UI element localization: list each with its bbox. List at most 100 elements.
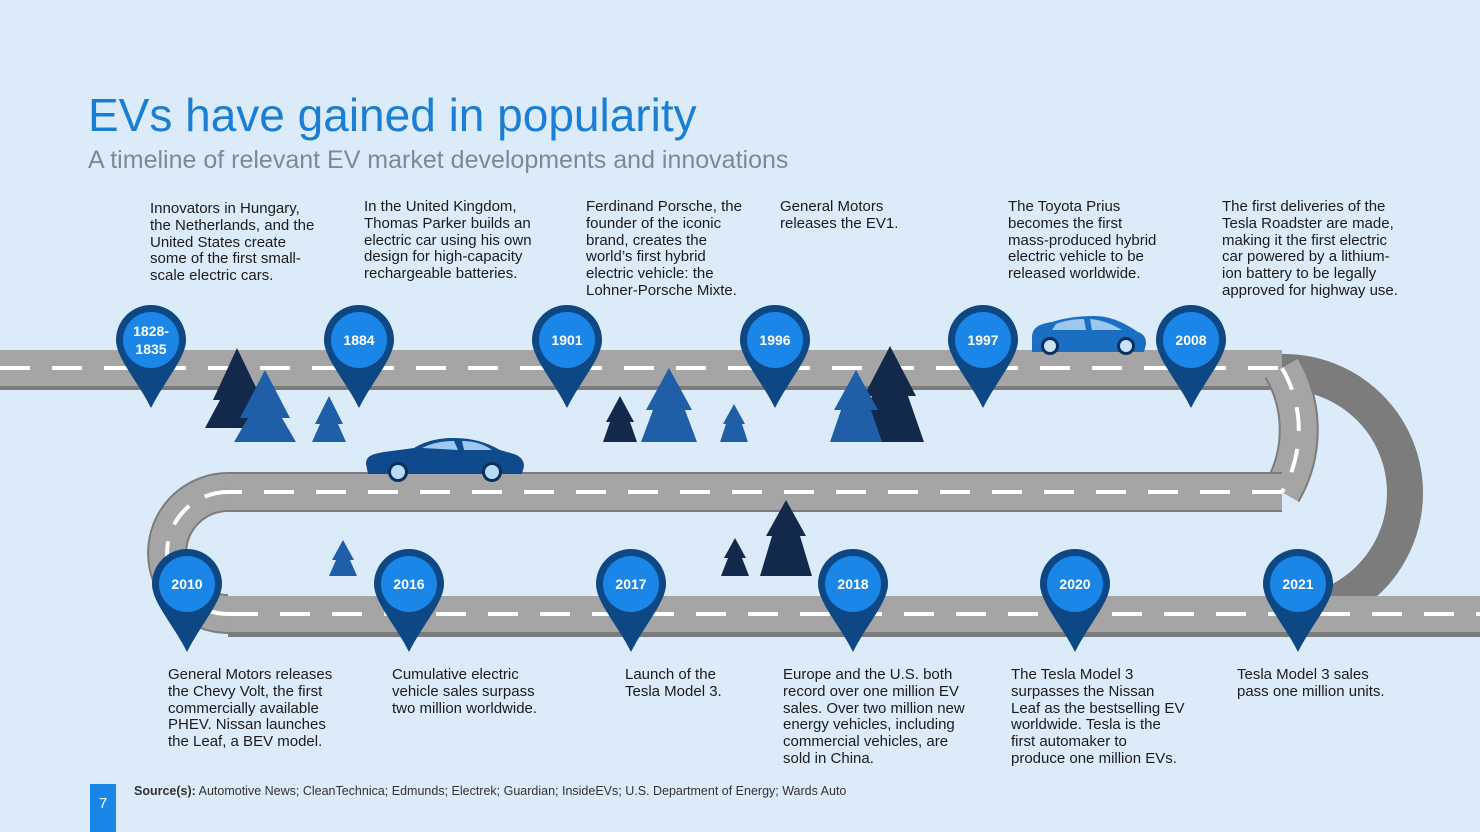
- event-description-line: the Leaf, a BEV model.: [168, 733, 323, 751]
- event-description-line: Ferdinand Porsche, the: [586, 198, 742, 215]
- timeline-pin: 2021: [1263, 549, 1333, 652]
- event-description-line: The Toyota Prius: [1008, 198, 1121, 215]
- tree-icon: [329, 540, 357, 576]
- pin-center: [123, 312, 179, 368]
- timeline-pin: 2017: [596, 549, 666, 652]
- event-description-line: electric car using his own: [364, 231, 532, 249]
- event-description-line: sold in China.: [783, 749, 874, 767]
- pin-center: [539, 312, 595, 368]
- source-label: Source(s):: [134, 784, 196, 798]
- event-description-line: electric vehicle: the: [586, 265, 714, 283]
- event-description-line: releases the EV1.: [780, 214, 899, 232]
- timeline-pin: 1828- 1835: [116, 305, 186, 408]
- event-description-line: making it the first electric: [1222, 231, 1388, 249]
- event-description-line: Lohner-Porsche Mixte.: [586, 281, 737, 299]
- event-description-line: Cumulative electric: [392, 666, 519, 683]
- event-description-line: Innovators in Hungary,: [150, 200, 300, 217]
- tree-icon: [830, 370, 882, 442]
- source-text: Automotive News; CleanTechnica; Edmunds;…: [195, 784, 847, 798]
- event-description-line: car powered by a lithium-: [1222, 248, 1390, 266]
- pin-year-label: 1835: [135, 341, 166, 357]
- event-description-line: In the United Kingdom,: [364, 198, 517, 215]
- pin-center: [747, 312, 803, 368]
- pin-center: [955, 312, 1011, 368]
- tree-icon: [720, 404, 748, 442]
- pin-center: [381, 556, 437, 612]
- event-description-line: produce one million EVs.: [1011, 749, 1177, 767]
- tree-icon: [312, 396, 346, 442]
- tree-icon: [721, 538, 749, 576]
- tree-icon: [641, 368, 697, 442]
- event-description-line: Leaf as the bestselling EV: [1011, 699, 1185, 717]
- pin-center: [159, 556, 215, 612]
- event-description-line: commercially available: [168, 699, 319, 717]
- event-description-line: PHEV. Nissan launches: [168, 716, 326, 734]
- pin-year-label: 2021: [1282, 576, 1313, 592]
- event-description-line: pass one million units.: [1237, 682, 1385, 700]
- page-title: EVs have gained in popularity: [88, 89, 697, 141]
- pin-center: [1047, 556, 1103, 612]
- event-description-line: electric vehicle to be: [1008, 248, 1144, 266]
- event-description-line: Tesla Model 3.: [625, 682, 722, 700]
- event-description-line: The first deliveries of the: [1222, 198, 1386, 215]
- trees: [205, 346, 924, 576]
- event-description-line: the Netherlands, and the: [150, 216, 315, 234]
- event-description-line: design for high-capacity: [364, 248, 523, 266]
- page-number: 7: [90, 784, 116, 832]
- event-description: In the United Kingdom,Thomas Parker buil…: [364, 198, 532, 283]
- pin-year-label: 1884: [343, 332, 374, 348]
- event-description-line: sales. Over two million new: [783, 699, 965, 717]
- timeline-pin: 1884: [324, 305, 394, 408]
- timeline-pin: 1901: [532, 305, 602, 408]
- event-description-line: mass-produced hybrid: [1008, 231, 1157, 249]
- event-description-line: commercial vehicles, are: [783, 733, 949, 751]
- event-description-line: worldwide. Tesla is the: [1011, 716, 1161, 734]
- event-description-line: record over one million EV: [783, 682, 959, 700]
- event-description-line: energy vehicles, including: [783, 716, 955, 734]
- event-description-line: Europe and the U.S. both: [783, 666, 953, 683]
- event-description-line: released worldwide.: [1008, 265, 1141, 283]
- page-subtitle: A timeline of relevant EV market develop…: [88, 146, 789, 174]
- event-description-line: United States create: [150, 233, 286, 251]
- event-description-line: surpasses the Nissan: [1011, 682, 1155, 700]
- source-note: Source(s): Automotive News; CleanTechnic…: [134, 784, 846, 798]
- event-description-line: The Tesla Model 3: [1011, 666, 1134, 683]
- pin-year-label: 1828-: [133, 323, 169, 339]
- event-description-line: brand, creates the: [586, 231, 707, 249]
- pin-year-label: 2018: [837, 576, 868, 592]
- event-description-line: Tesla Model 3 sales: [1237, 666, 1369, 683]
- timeline-pin: 2016: [374, 549, 444, 652]
- pin-year-label: 1901: [551, 332, 582, 348]
- car-icon: [366, 438, 524, 482]
- event-description-line: Launch of the: [625, 666, 716, 683]
- car-icon: [1032, 316, 1146, 355]
- pin-year-label: 2016: [393, 576, 424, 592]
- event-description-line: founder of the iconic: [586, 214, 722, 232]
- event-description-line: rechargeable batteries.: [364, 265, 518, 283]
- event-description-line: vehicle sales surpass: [392, 682, 535, 700]
- event-description-line: two million worldwide.: [392, 699, 538, 717]
- event-description-line: ion battery to be legally: [1222, 265, 1377, 283]
- tree-icon: [603, 396, 637, 442]
- pin-center: [1163, 312, 1219, 368]
- timeline-pin: 2018: [818, 549, 888, 652]
- event-description-line: General Motors: [780, 198, 884, 215]
- pin-year-label: 2008: [1175, 332, 1206, 348]
- event-description-line: becomes the first: [1008, 214, 1123, 232]
- event-description-line: scale electric cars.: [150, 267, 274, 285]
- pin-year-label: 2020: [1059, 576, 1090, 592]
- event-description-line: General Motors releases: [168, 666, 333, 683]
- pin-year-label: 1997: [967, 332, 998, 348]
- event-description-line: the Chevy Volt, the first: [168, 682, 323, 700]
- event-description-line: Thomas Parker builds an: [364, 214, 531, 232]
- timeline-pin: 2010: [152, 549, 222, 652]
